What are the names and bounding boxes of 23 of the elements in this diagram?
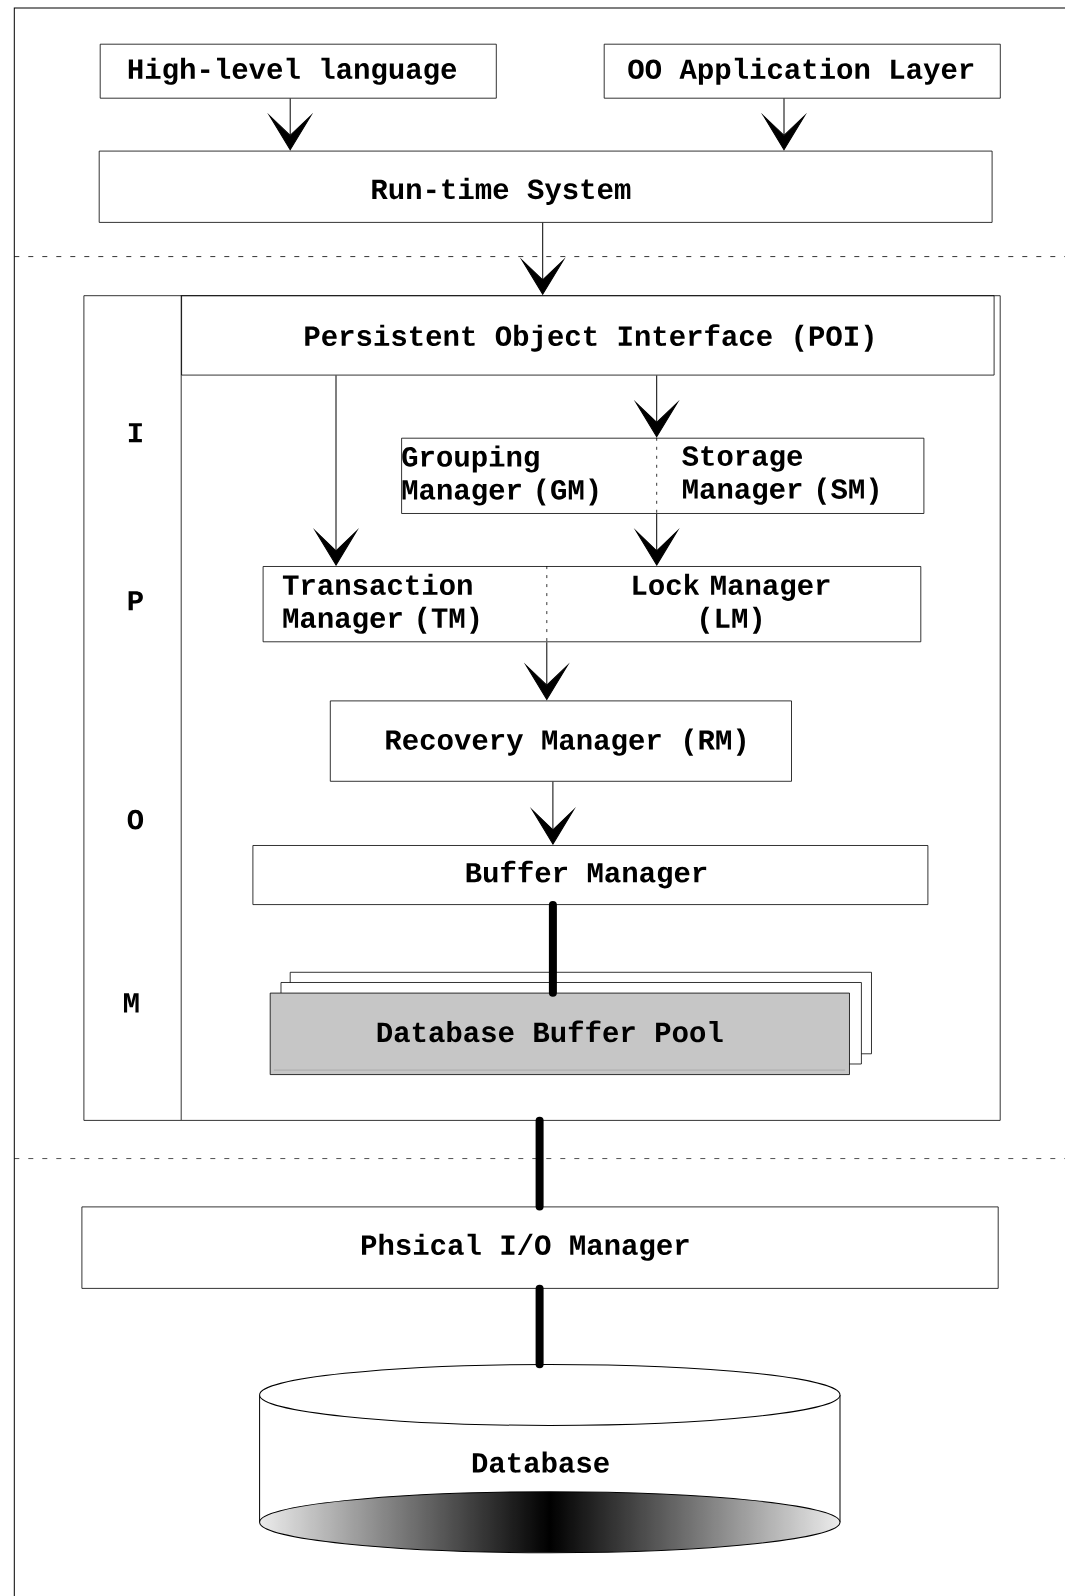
- arrow: [635, 375, 678, 438]
- arrow: [525, 641, 568, 700]
- arrow: [314, 375, 358, 566]
- layer-box: High-level language: [99, 43, 497, 99]
- manager-box: Buffer Manager: [252, 845, 929, 905]
- arrow: [531, 781, 575, 845]
- database-cylinder: Database: [259, 1363, 841, 1554]
- connector-line: [535, 1284, 544, 1369]
- arrow: [521, 222, 564, 295]
- connector-line: [535, 1116, 544, 1211]
- process-box: Run-time System: [98, 150, 993, 223]
- manager-box: Grouping Manager (GM) Storage Manager (SM): [401, 437, 925, 514]
- manager-box: Transaction Manager (TM) Lock Manager (LM): [262, 565, 922, 643]
- manager-box: Recovery Manager (RM): [329, 700, 792, 782]
- connector-line: [548, 901, 557, 997]
- arrow: [269, 98, 312, 151]
- arrow: [635, 513, 678, 566]
- node-label: Database: [472, 1451, 609, 1473]
- arrow: [762, 98, 806, 151]
- interface-box: Persistent Object Interface (POI): [181, 295, 995, 376]
- manager-box: Phsical I/O Manager: [81, 1206, 999, 1289]
- layer-box: OO Application Layer: [603, 43, 1001, 99]
- buffer-pool-stack: Database Buffer Pool: [269, 971, 872, 1075]
